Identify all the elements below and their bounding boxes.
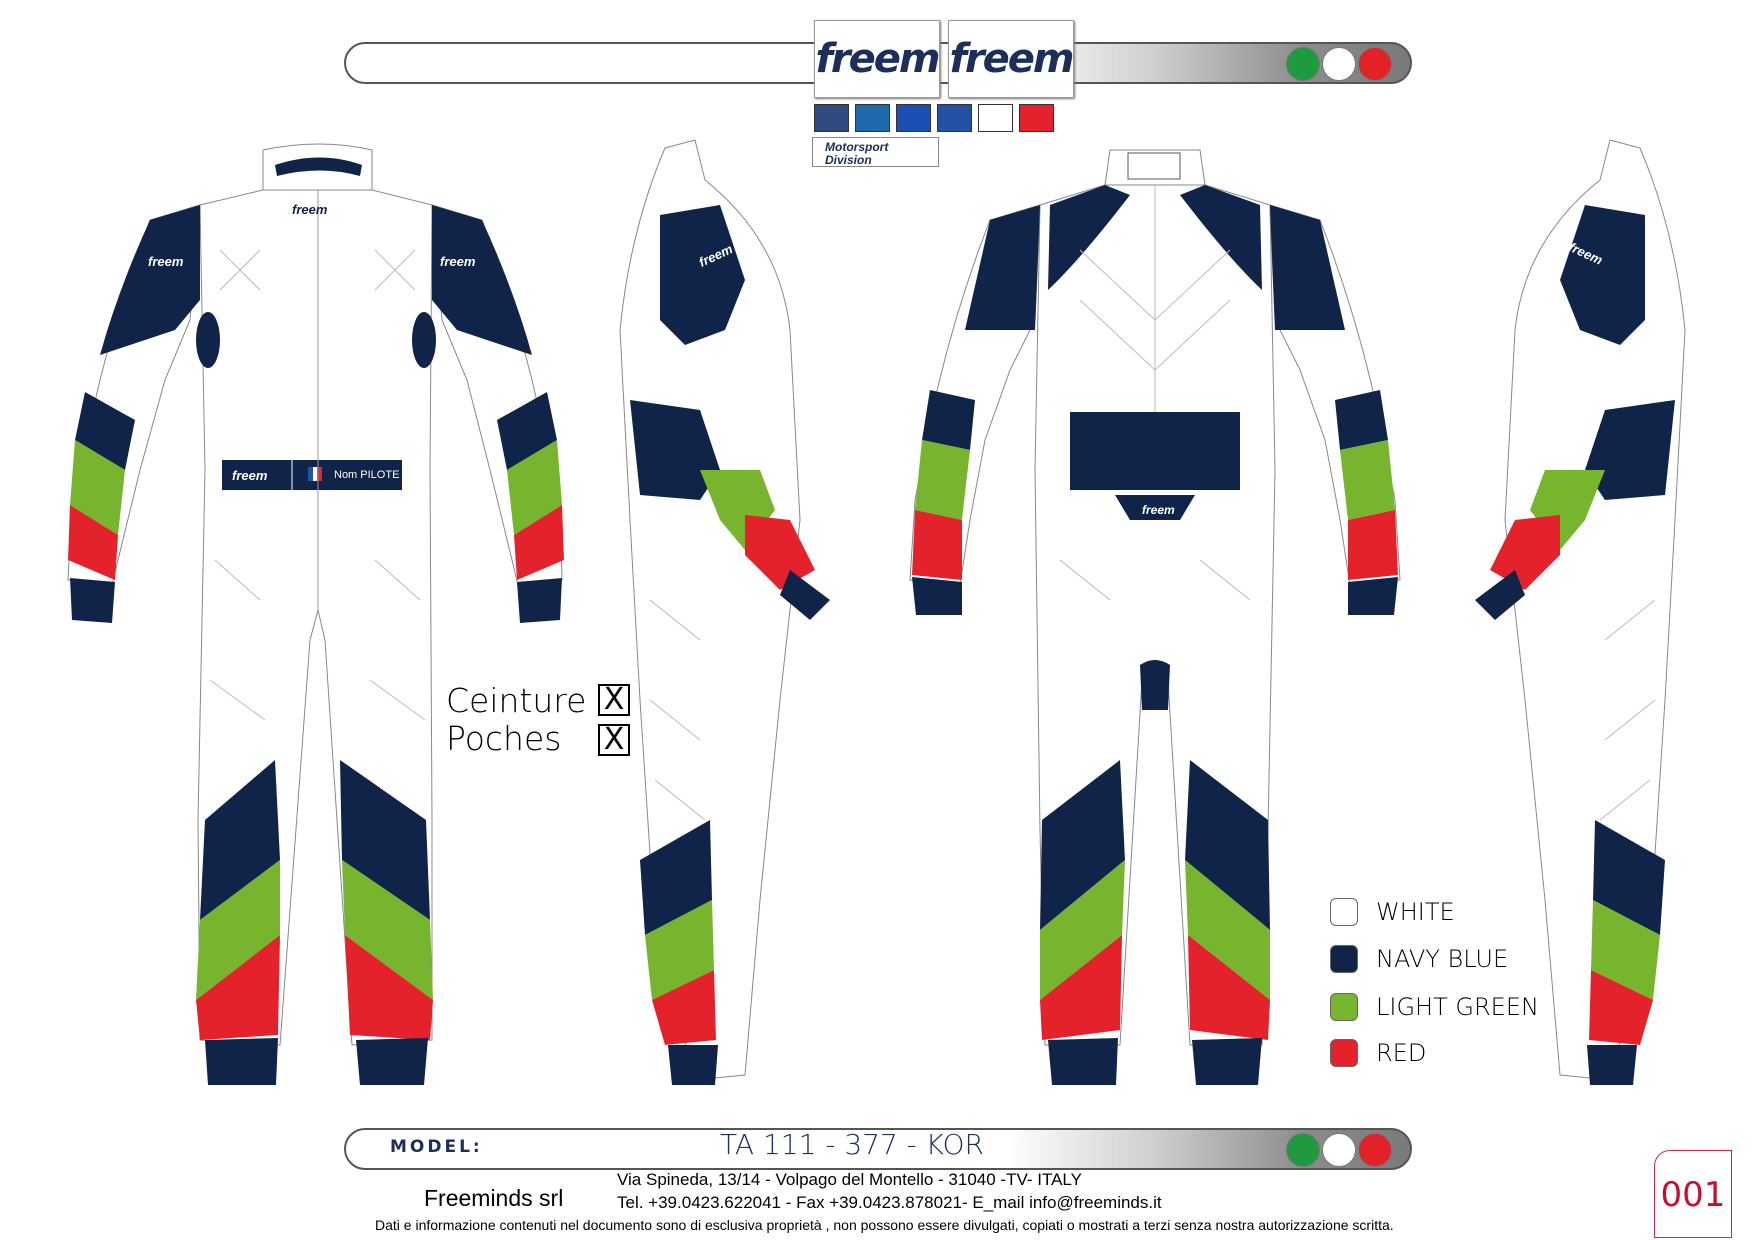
legend-navy: NAVY BLUE [1330, 945, 1508, 973]
poches-checkbox[interactable]: X [598, 724, 630, 756]
company-contact: Tel. +39.0423.622041 - Fax +39.0423.8780… [617, 1193, 1162, 1212]
division-line-1: Motorsport [825, 140, 889, 154]
option-poches: Poches [446, 719, 562, 758]
legend-red: RED [1330, 1039, 1426, 1067]
navy-swatch [1330, 945, 1358, 973]
white-swatch [1330, 898, 1358, 926]
pilot-name: Nom PILOTE [334, 469, 400, 481]
logo-text-2: freem [949, 36, 1074, 82]
red-dot-icon [1358, 1133, 1392, 1167]
legend-label: LIGHT GREEN [1376, 993, 1539, 1021]
legend-green: LIGHT GREEN [1330, 993, 1539, 1021]
palette-swatch [937, 104, 972, 132]
red-swatch [1330, 1039, 1358, 1067]
option-ceinture: Ceinture [446, 681, 587, 720]
back-view [909, 149, 1401, 1085]
green-swatch [1330, 993, 1358, 1021]
palette-swatch [896, 104, 931, 132]
division-line-2: Division [825, 153, 872, 167]
side-view-left [619, 139, 830, 1085]
palette-swatches [814, 104, 1054, 132]
legend-label: RED [1376, 1039, 1427, 1067]
white-dot-icon [1322, 1133, 1356, 1167]
model-value: TA 111 - 377 - KOR [720, 1128, 985, 1161]
left-sleeve-logo: freem [148, 254, 184, 269]
flag-dots [1286, 47, 1392, 81]
brand-logo-2: freem [948, 20, 1075, 98]
flag-dots [1286, 1133, 1392, 1167]
green-dot-icon [1286, 47, 1320, 81]
ceinture-checkbox[interactable]: X [598, 684, 630, 716]
model-label: MODEL: [390, 1137, 483, 1157]
palette-swatch [855, 104, 890, 132]
right-sleeve-logo: freem [440, 254, 476, 269]
legend-label: NAVY BLUE [1376, 945, 1509, 973]
side-view-right [1475, 139, 1686, 1085]
page-number: 001 [1654, 1150, 1732, 1238]
red-dot-icon [1358, 47, 1392, 81]
front-view [67, 143, 564, 1085]
model-bar [344, 1128, 1412, 1170]
collar-logo: freem [292, 202, 328, 217]
palette-swatch [978, 104, 1013, 132]
back-logo: freem [1142, 503, 1175, 517]
brand-logo-1: freem [814, 20, 941, 98]
white-dot-icon [1322, 47, 1356, 81]
disclaimer: Dati e informazione contenuti nel docume… [375, 1217, 1394, 1233]
palette-swatch [814, 104, 849, 132]
motorsport-division-badge: Motorsport Division [812, 137, 939, 167]
belt-logo: freem [232, 468, 268, 483]
legend-white: WHITE [1330, 898, 1455, 926]
company-address: Via Spineda, 13/14 - Volpago del Montell… [617, 1170, 1082, 1189]
palette-swatch [1019, 104, 1054, 132]
green-dot-icon [1286, 1133, 1320, 1167]
company-name: Freeminds srl [424, 1185, 564, 1211]
logo-text: freem [815, 36, 940, 82]
legend-label: WHITE [1376, 898, 1455, 926]
